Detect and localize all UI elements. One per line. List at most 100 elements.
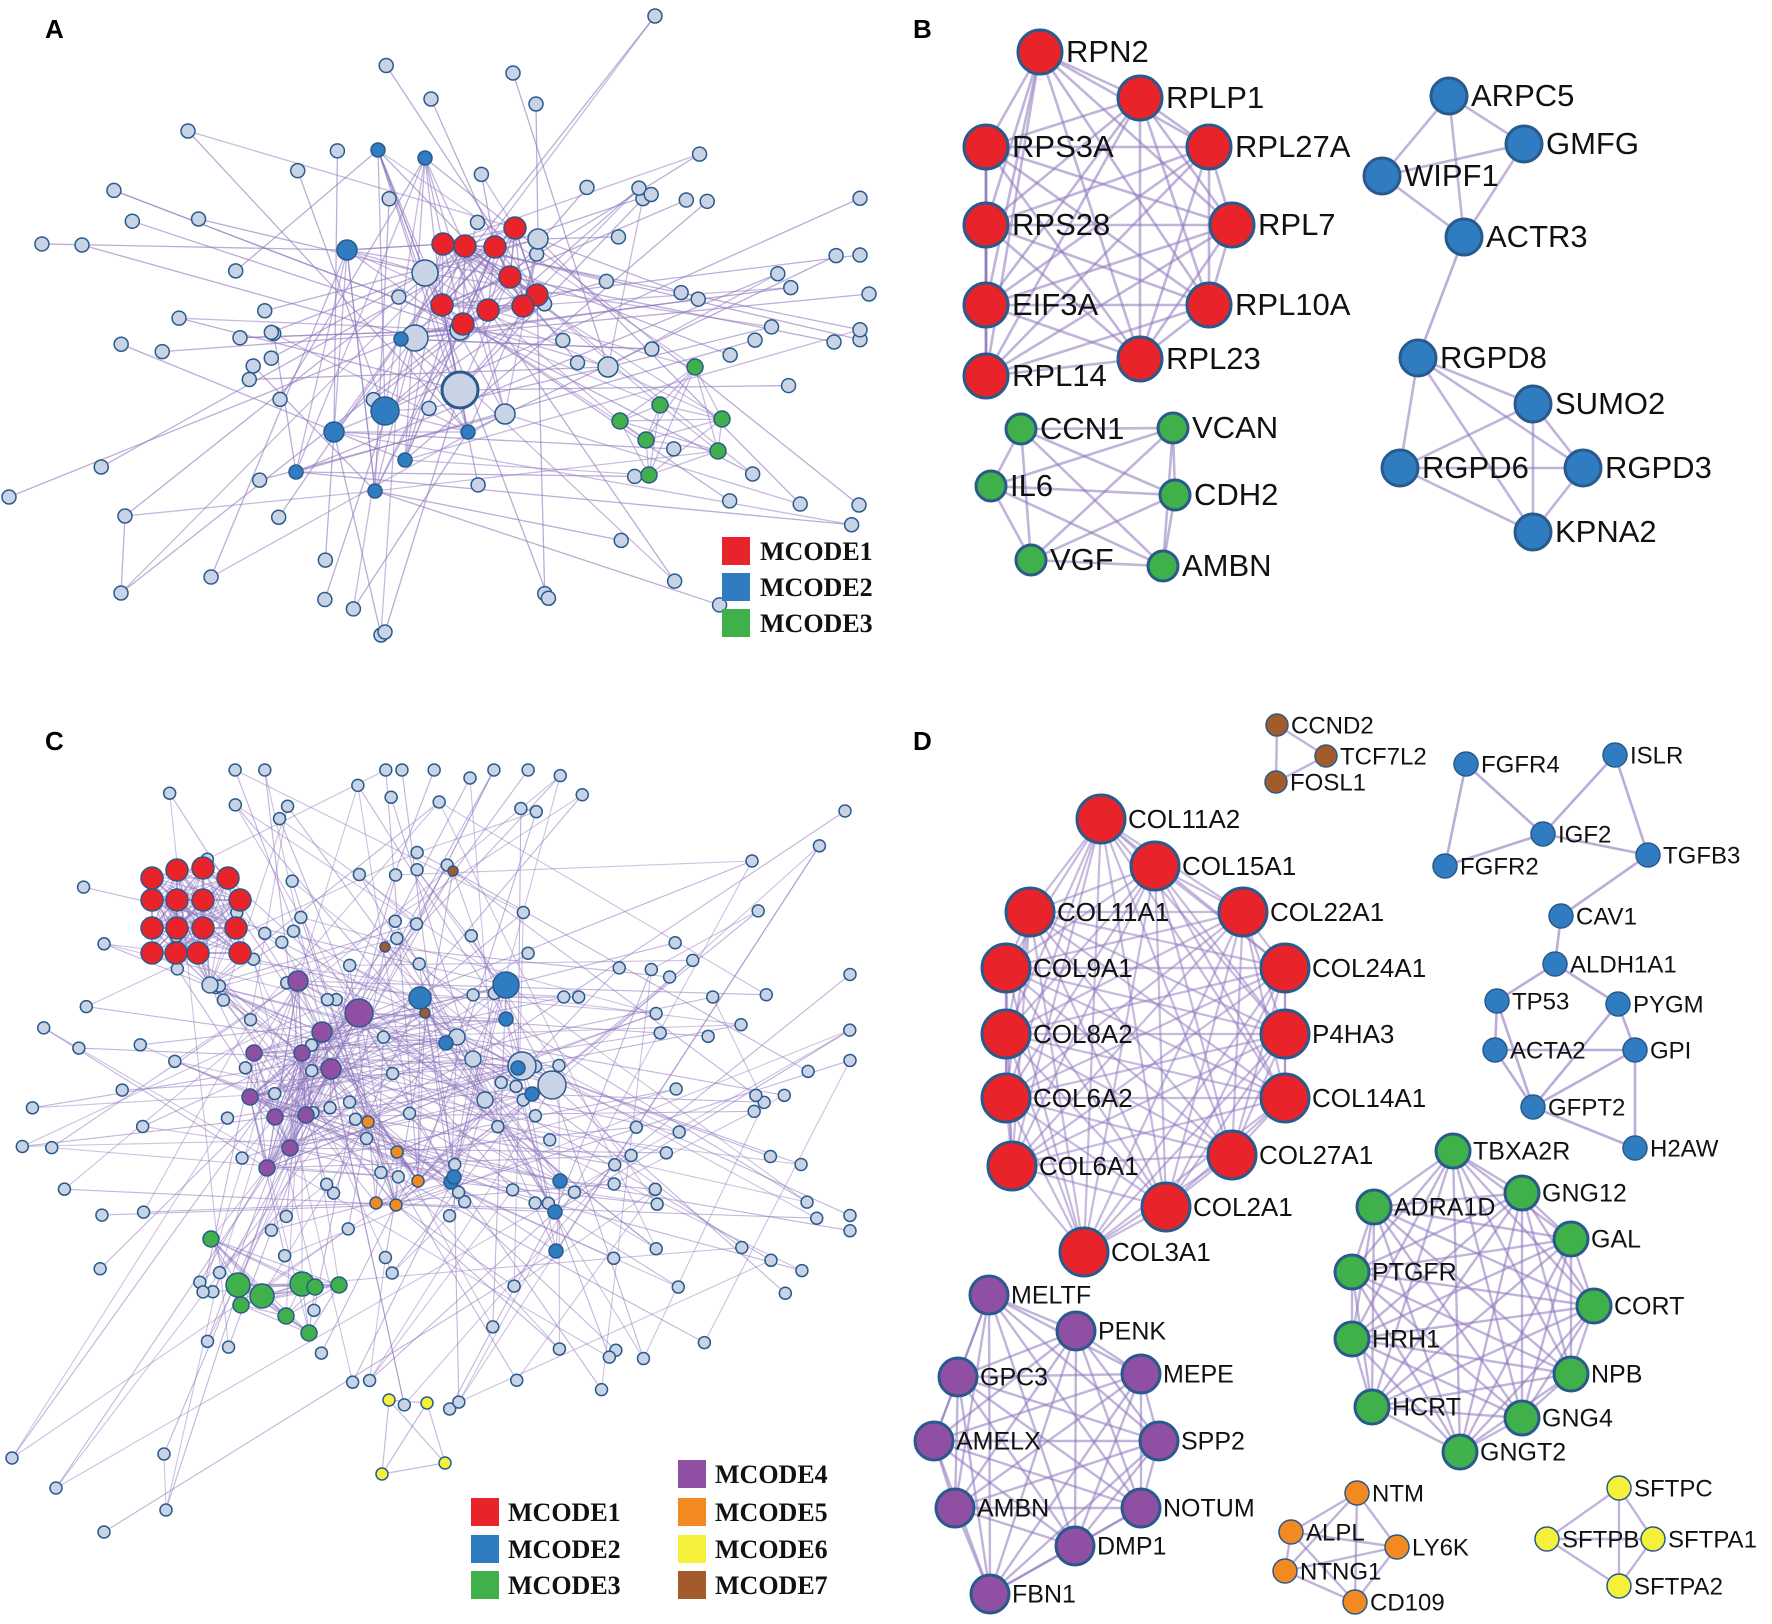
cluster-edge (1030, 558, 1164, 568)
hub-node (440, 370, 480, 410)
gene-node-spp2 (1138, 1420, 1180, 1462)
background-node (763, 319, 780, 335)
cluster-edge (987, 1294, 1077, 1547)
mcode2-node (336, 239, 358, 261)
mcode4-node (293, 1044, 311, 1062)
hub-node (527, 228, 549, 250)
background-node (228, 798, 243, 812)
cluster-edge (985, 223, 1233, 378)
background-node (317, 552, 334, 568)
cluster-edge (1373, 1205, 1572, 1241)
background-node (326, 1186, 341, 1200)
cluster-edge (308, 1284, 340, 1334)
background-node (516, 905, 531, 920)
gene-node-tp53 (1484, 988, 1510, 1014)
gene-label-col11a1: COL11A1 (1057, 897, 1169, 927)
background-node (423, 91, 439, 107)
mcode1-node (165, 888, 189, 912)
background-node (180, 123, 196, 139)
network-edge (651, 910, 759, 970)
network-edge (551, 1084, 644, 1359)
cluster-edge (1030, 427, 1174, 561)
network-edge (249, 806, 289, 1020)
background-node (610, 229, 627, 245)
gene-node-rgpd3 (1563, 448, 1603, 488)
cluster-edge (381, 1399, 390, 1475)
background-node (421, 400, 437, 417)
background-node (602, 1350, 617, 1364)
legend-label-mcode5: MCODE5 (715, 1498, 828, 1527)
gene-label-col6a1: COL6A1 (1039, 1151, 1139, 1181)
background-node (747, 332, 763, 348)
background-node (388, 914, 402, 928)
network-edge (462, 323, 753, 475)
background-node (232, 330, 248, 346)
background-node (777, 1088, 792, 1103)
network-edge (607, 326, 772, 368)
gene-node-dmp1 (1054, 1525, 1096, 1567)
mcode1-node (431, 232, 455, 256)
legend-swatch-mcode1 (471, 1498, 499, 1526)
gene-label-hcrt: HCRT (1392, 1394, 1461, 1422)
background-node (629, 1120, 644, 1134)
cluster-edge (1351, 1337, 1523, 1420)
background-node (691, 146, 708, 162)
gene-node-col11a2 (1075, 793, 1127, 845)
background-node (624, 1148, 638, 1163)
gene-node-col3a1 (1058, 1226, 1110, 1278)
gene-node-acta2 (1482, 1037, 1508, 1063)
network-edge (458, 860, 753, 1403)
gene-label-penk: PENK (1098, 1318, 1166, 1346)
background-node (113, 585, 129, 601)
cluster-edge (240, 1304, 310, 1334)
network-edge (349, 959, 693, 966)
background-node (665, 441, 682, 457)
cluster-edge (1241, 911, 1287, 1099)
mcode1-node (216, 866, 240, 890)
cluster-edge (1005, 1033, 1167, 1208)
background-node (764, 1253, 778, 1268)
gene-node-rplp1 (1116, 74, 1164, 122)
background-node (643, 186, 659, 203)
gene-node-vgf (1014, 543, 1048, 577)
network-edge (442, 153, 700, 245)
background-node (1, 489, 17, 505)
mcode2-node (446, 1169, 462, 1185)
network-edge (333, 997, 421, 1194)
network-edge (416, 811, 537, 854)
mcode2-node (438, 1035, 454, 1051)
background-node (257, 926, 272, 941)
background-node (352, 867, 367, 882)
network-edge (81, 244, 416, 339)
gene-node-col9a1 (980, 942, 1032, 994)
network-edge (535, 103, 539, 240)
network-edge (235, 804, 417, 925)
mcode2-node (552, 1173, 568, 1189)
background-node (381, 191, 397, 207)
cluster-edge (285, 1284, 340, 1317)
gene-label-gngt2: GNGT2 (1480, 1439, 1566, 1467)
gene-label-gng4: GNG4 (1542, 1405, 1613, 1433)
background-node (345, 601, 362, 617)
network-edge (417, 1012, 426, 1182)
cluster-edge (1444, 832, 1544, 868)
network-edge (210, 1167, 268, 1240)
cluster-edge (1138, 97, 1211, 306)
network-edge (419, 912, 524, 999)
background-node (452, 1395, 466, 1409)
network-edge (321, 1018, 507, 1033)
network-edge (333, 431, 852, 526)
network-edge (120, 343, 406, 461)
network-edge (459, 198, 644, 391)
network-edge (469, 777, 499, 1127)
network-edge (249, 1042, 447, 1098)
cluster-edge (442, 243, 489, 311)
network-edge (462, 323, 609, 368)
background-node (843, 967, 857, 982)
background-node (701, 1029, 715, 1044)
background-node (809, 1211, 824, 1225)
network-edge (358, 1012, 507, 1020)
gene-label-gpi: GPI (1650, 1037, 1691, 1064)
network-edge (289, 1036, 458, 1149)
hub-node (411, 259, 439, 287)
